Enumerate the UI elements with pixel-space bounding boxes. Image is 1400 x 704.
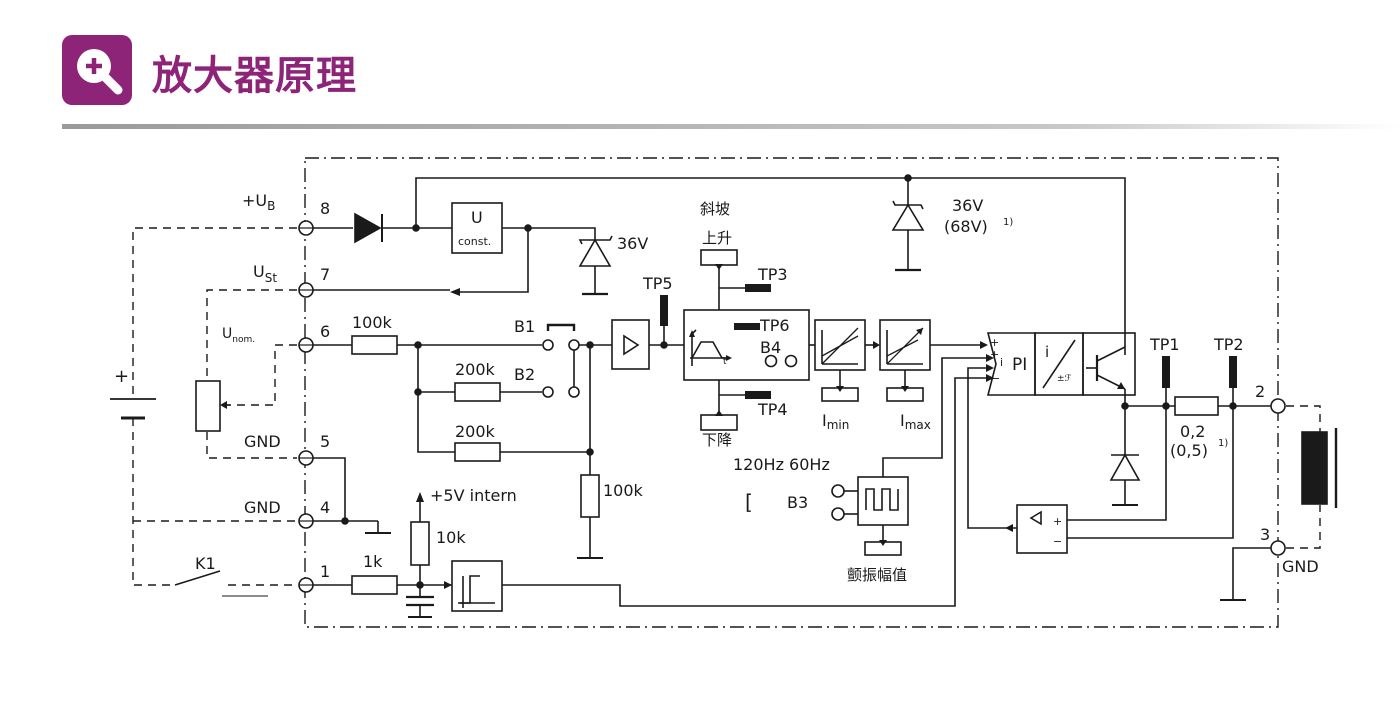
pi-plus-2: +	[990, 348, 999, 361]
shunt-alt-label: (0,5)	[1170, 441, 1208, 460]
uconst-label-top: U	[471, 208, 483, 227]
label-k1: K1	[195, 554, 216, 573]
label-ub: +UB	[242, 191, 275, 213]
r100k-input-label: 100k	[352, 313, 393, 332]
freewheel-diode	[1109, 453, 1141, 506]
ramp-title: 斜坡	[700, 200, 730, 218]
tp5-probe	[660, 295, 668, 326]
battery-symbol	[110, 398, 156, 420]
label-gnd-5: GND	[244, 432, 281, 451]
resistor-1k	[351, 575, 398, 595]
pi-i: i	[1000, 356, 1003, 369]
pi-plus-1: +	[990, 336, 999, 349]
terminal-4-label: 4	[320, 498, 330, 517]
zener-36v	[578, 235, 613, 296]
ramp-generator-box	[683, 309, 810, 381]
k1-switch	[174, 570, 268, 597]
ramp-up-potentiometer	[700, 249, 738, 266]
dither-glyph: ±ℱ	[1057, 374, 1072, 384]
schmitt-trigger-box	[451, 560, 503, 612]
tp6-label: TP6	[759, 316, 790, 335]
feedback-amplifier-box	[1016, 504, 1068, 554]
terminal-1-label: 1	[320, 562, 330, 581]
label-ust: USt	[253, 262, 277, 285]
setpoint-potentiometer	[195, 380, 221, 432]
terminal-5-label: 5	[320, 432, 330, 451]
tp1-probe	[1162, 356, 1170, 388]
tp2-probe	[1229, 356, 1237, 388]
i-label: i	[1045, 343, 1049, 361]
ramp-up-label: 上升	[702, 229, 732, 247]
fb-plus: +	[1053, 515, 1062, 528]
uconst-label-bottom: const.	[458, 235, 491, 248]
tp5-label: TP5	[642, 274, 673, 293]
dither-freq-label: 120Hz 60Hz	[733, 455, 830, 474]
imin-label: Imin	[822, 411, 849, 432]
b2-label: B2	[514, 365, 535, 384]
b3-label: B3	[787, 493, 808, 512]
b1-jumper	[546, 323, 576, 331]
tp4-label: TP4	[757, 400, 788, 419]
r200k-low-label: 200k	[455, 422, 496, 441]
pi-minus: −	[991, 372, 1000, 385]
output-transistor-box	[1082, 332, 1136, 396]
terminal-3-label: 3	[1260, 525, 1270, 544]
zoom-in-icon	[62, 35, 132, 105]
shunt-value-label: 0,2	[1180, 422, 1205, 441]
page-title: 放大器原理	[152, 53, 357, 99]
label-gnd-4: GND	[244, 498, 281, 517]
external-wiring	[132, 227, 1321, 586]
tp6-probe	[734, 323, 760, 330]
r10k-label: 10k	[436, 528, 466, 547]
dither-amplitude-label: 颤振幅值	[847, 566, 907, 584]
b3-bracket: [	[745, 490, 753, 514]
module-boundary	[304, 157, 1279, 628]
ramp-down-potentiometer	[700, 414, 738, 431]
ramp-down-label: 下降	[702, 431, 732, 449]
label-gnd-out: GND	[1282, 557, 1319, 576]
terminal-6-label: 6	[320, 322, 330, 341]
r100k-shunt-label: 100k	[603, 481, 644, 500]
pi-controller	[986, 332, 1036, 396]
tp1-label: TP1	[1149, 335, 1180, 354]
zener-top-label-1: 36V	[952, 196, 983, 215]
imax-label: Imax	[900, 411, 931, 432]
resistor-10k	[410, 521, 430, 566]
tp4-probe	[745, 391, 771, 399]
b4-label: B4	[760, 338, 781, 357]
supply-diode	[354, 212, 382, 244]
zener-36v-68v	[891, 174, 925, 272]
battery-plus-label: +	[114, 366, 129, 387]
tp3-label: TP3	[757, 265, 788, 284]
resistor-100k-shunt	[580, 474, 600, 518]
ramp-t-label: t	[723, 357, 727, 367]
footnote-mark-top: 1)	[1003, 217, 1013, 228]
r1k-label: 1k	[363, 552, 383, 571]
b1-label: B1	[514, 317, 535, 336]
tp3-probe	[745, 284, 771, 292]
pi-label: PI	[1012, 355, 1027, 375]
intern-label: +5V intern	[430, 486, 517, 505]
resistor-100k-input	[351, 335, 398, 355]
label-unom: Unom.	[222, 326, 255, 345]
header-divider	[62, 124, 1400, 129]
shunt-resistor	[1174, 396, 1219, 416]
resistor-200k-low	[454, 442, 501, 462]
terminal-7-label: 7	[320, 265, 330, 284]
fb-minus: −	[1053, 535, 1062, 548]
zener-36v-label: 36V	[617, 234, 648, 253]
resistor-200k-b2	[454, 382, 501, 402]
input-buffer-box	[611, 319, 650, 370]
footnote-mark-shunt: 1)	[1218, 438, 1228, 449]
tp2-label: TP2	[1213, 335, 1244, 354]
zener-top-label-2: (68V)	[944, 217, 988, 236]
terminal-2-label: 2	[1255, 382, 1265, 401]
terminal-8-label: 8	[320, 199, 330, 218]
r200k-b2-label: 200k	[455, 360, 496, 379]
solenoid-coil	[1301, 431, 1328, 505]
